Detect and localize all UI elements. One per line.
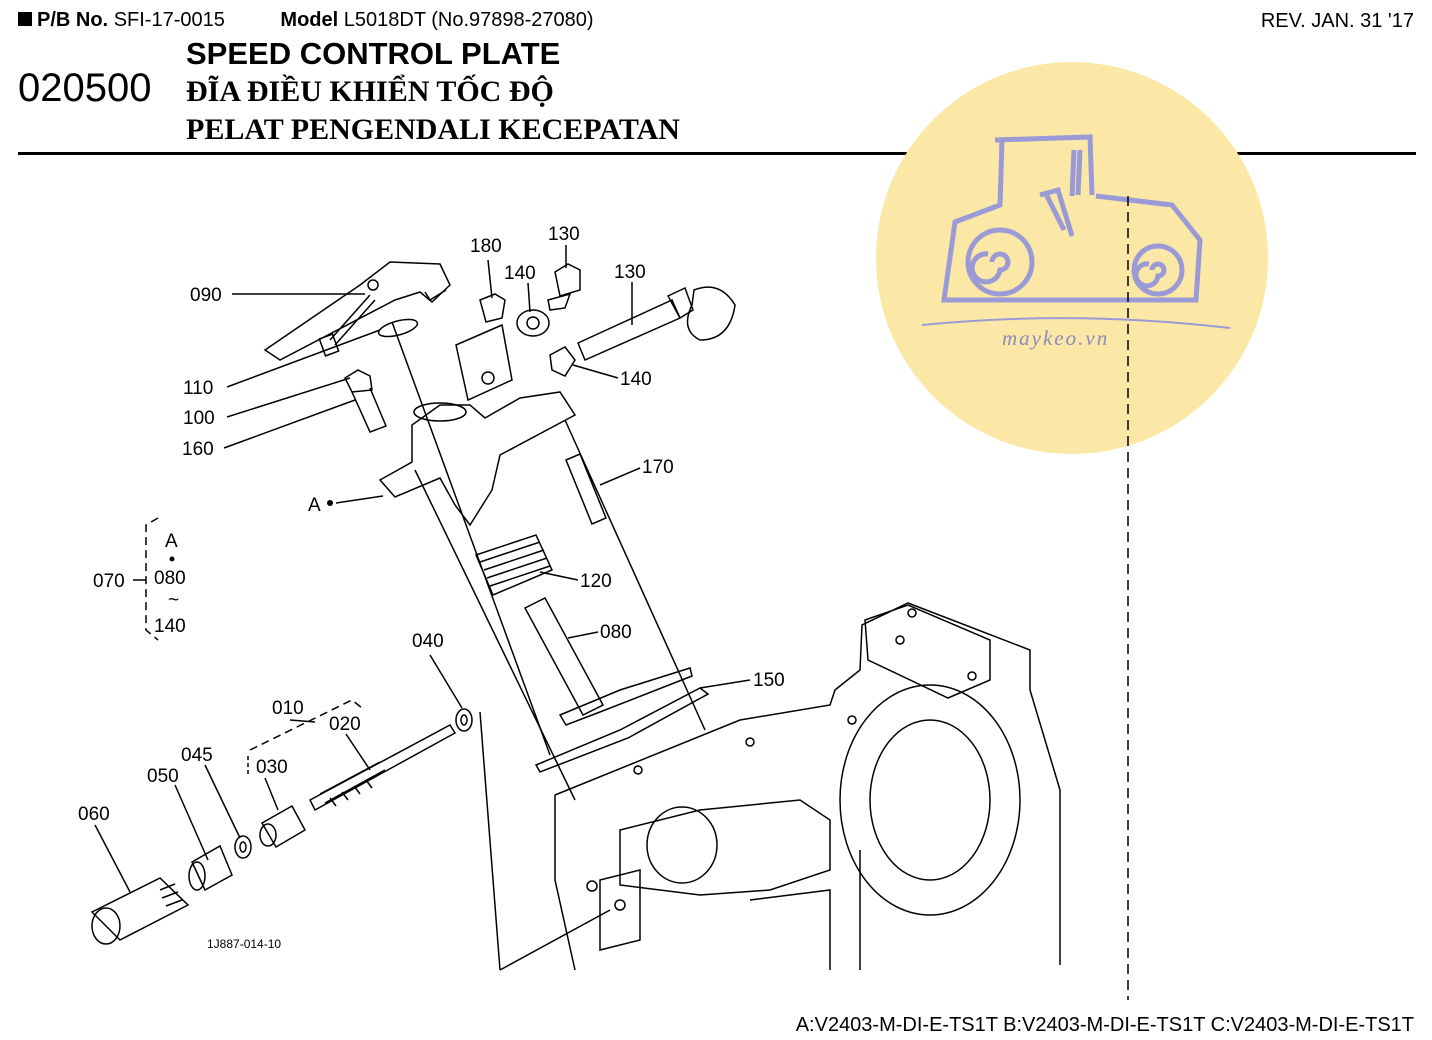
watermark-text: maykeo.vn — [1002, 326, 1109, 350]
leader-line — [567, 631, 599, 639]
group-code: 020500 — [18, 66, 152, 110]
label-170: 170 — [642, 457, 674, 478]
part-150-gasket — [534, 687, 710, 773]
pb-label: P/B No. — [37, 9, 109, 31]
label-set-tilde: ~ — [168, 590, 179, 611]
label-090: 090 — [190, 285, 222, 306]
pb-number: SFI-17-0015 — [113, 9, 225, 31]
label-140-lower: 140 — [620, 369, 652, 390]
part-060-sleeve — [90, 877, 190, 945]
revision-date: REV. JAN. 31 '17 — [1260, 10, 1414, 32]
leader-line — [204, 764, 241, 839]
part-180-pin — [479, 293, 506, 323]
leader-line — [264, 777, 279, 811]
leader-line — [429, 654, 463, 709]
nut-hole — [526, 316, 540, 330]
model-number: L5018DT (No.97898-27080) — [343, 9, 594, 31]
leader-line — [94, 824, 131, 893]
label-set-a: A — [165, 531, 178, 552]
part-170-stud — [565, 453, 607, 525]
part-140-nut — [516, 309, 550, 337]
assembly-axis-line — [564, 419, 706, 731]
part-130-bolt-long — [577, 286, 736, 361]
label-set-140: 140 — [154, 616, 186, 637]
part-040-washer — [455, 708, 473, 732]
label-020: 020 — [329, 714, 361, 735]
header-info: P/B No. SFI-17-0015 Model L5018DT (No.97… — [18, 8, 594, 32]
leader-line — [539, 571, 579, 581]
leader-line — [599, 467, 641, 486]
part-140-nut-lower — [549, 346, 576, 377]
assembly-axis-line — [479, 711, 501, 971]
part-130-bolt-short — [547, 263, 581, 311]
leader-line — [572, 364, 619, 379]
assembly-axis-line — [414, 469, 576, 801]
label-060: 060 — [78, 804, 110, 825]
drawing-code: 1J887-014-10 — [207, 937, 281, 951]
leader-line — [699, 679, 751, 689]
assembly-axis-line — [499, 909, 611, 971]
set-070-bracket — [145, 517, 159, 641]
part-110-washer — [377, 318, 419, 338]
model-label: Model — [280, 9, 339, 31]
label-reference-a: A — [308, 495, 321, 516]
tractor-icon — [921, 134, 1231, 329]
leader-line — [226, 377, 351, 418]
page-title-vietnamese: ĐĨA ĐIỀU KHIỂN TỐC ĐỘ — [186, 75, 554, 108]
assembly-axis-line — [391, 321, 551, 756]
label-040: 040 — [412, 631, 444, 652]
label-160: 160 — [182, 439, 214, 460]
watermark-circle — [876, 62, 1268, 454]
label-110: 110 — [183, 378, 213, 399]
label-130-short: 130 — [548, 224, 580, 245]
leader-line — [345, 733, 371, 771]
label-130-long: 130 — [614, 262, 646, 283]
part-080-lever — [523, 597, 693, 726]
part-120-spring — [474, 534, 554, 596]
part-090-plate — [263, 261, 451, 361]
label-070: 070 — [93, 571, 125, 592]
label-030: 030 — [256, 757, 288, 778]
label-140-upper: 140 — [504, 263, 536, 284]
label-050: 050 — [147, 766, 179, 787]
part-045-washer — [234, 835, 252, 859]
leader-line — [223, 399, 356, 449]
part-030-nut — [259, 804, 307, 849]
page-title-indonesian: PELAT PENGENDALI KECEPATAN — [186, 113, 680, 146]
leader-line — [289, 719, 316, 723]
set-010-bracket — [249, 699, 363, 751]
leader-line — [174, 784, 209, 861]
engine-housing — [554, 602, 1061, 971]
label-080: 080 — [600, 622, 632, 643]
leader-line — [335, 495, 384, 504]
leader-line — [226, 329, 381, 388]
watermark-logo: maykeo.vn — [876, 62, 1268, 454]
part-050-cap — [188, 844, 233, 892]
label-180: 180 — [470, 236, 502, 257]
label-100: 100 — [183, 408, 215, 429]
set-070-dot — [169, 556, 175, 562]
engine-serial-footer: A:V2403-M-DI-E-TS1T B:V2403-M-DI-E-TS1T … — [795, 1014, 1414, 1036]
part-100-bolt — [344, 369, 387, 433]
leader-line — [487, 259, 493, 299]
label-045: 045 — [181, 745, 213, 766]
leader-line — [527, 282, 531, 313]
black-square-icon — [18, 12, 32, 26]
label-010: 010 — [272, 698, 304, 719]
label-120: 120 — [580, 571, 612, 592]
reference-a-dot — [327, 500, 333, 506]
header-divider — [18, 152, 1416, 155]
part-020-rod — [309, 724, 457, 812]
label-set-080: 080 — [154, 568, 186, 589]
label-150: 150 — [753, 670, 785, 691]
page-title-english: SPEED CONTROL PLATE — [186, 36, 561, 71]
part-160-speed-control-plate — [378, 323, 577, 527]
